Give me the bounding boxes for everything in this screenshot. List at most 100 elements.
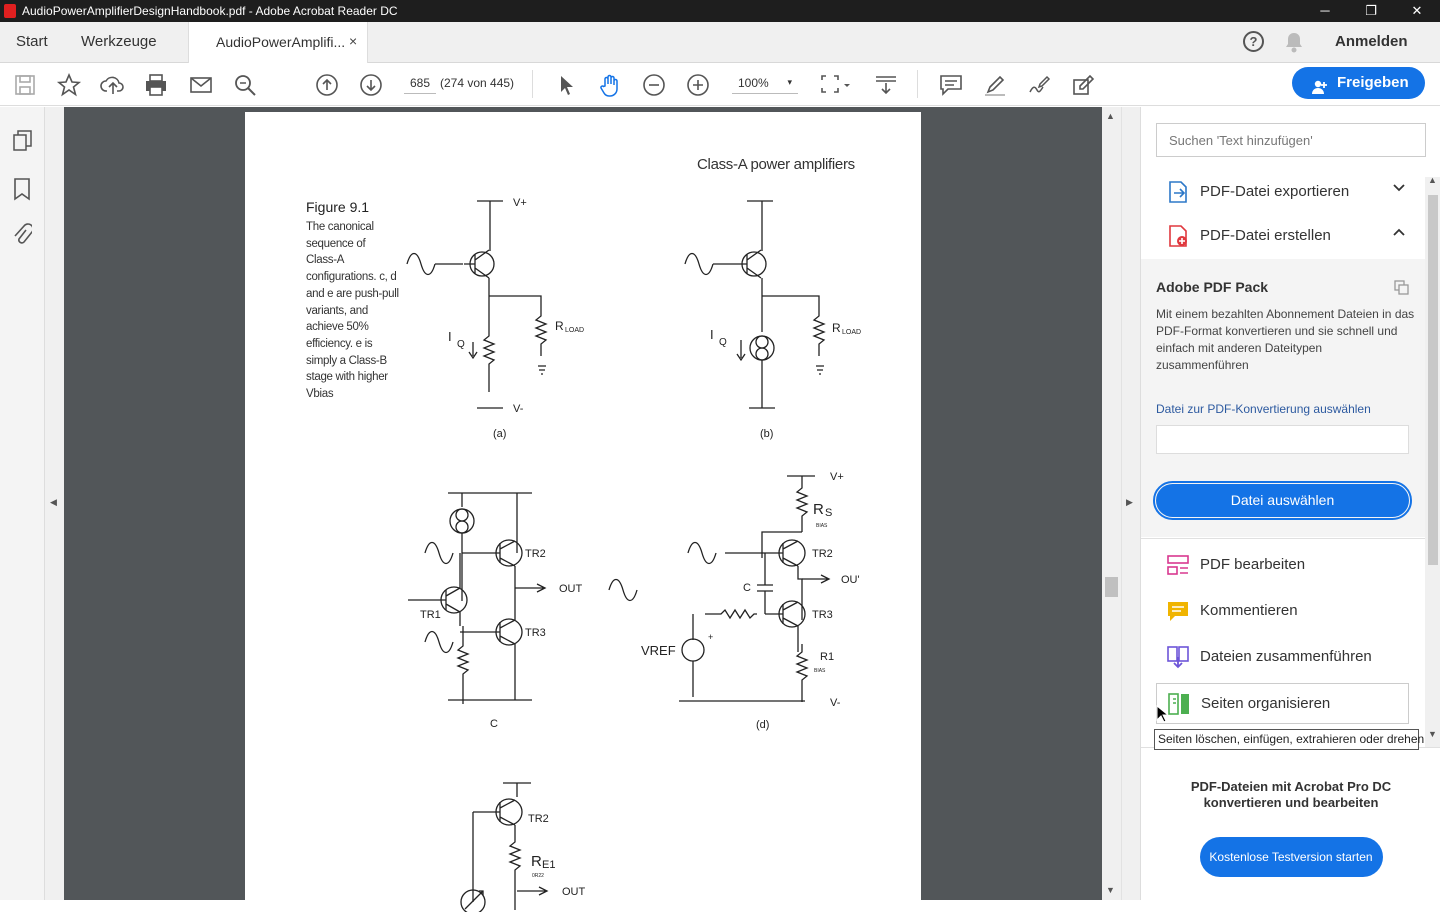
selected-file-field[interactable] [1156,425,1409,454]
label-a: (a) [493,428,506,440]
label-rs-d: R [813,501,824,518]
tab-document[interactable]: AudioPowerAmplifi... × [188,22,368,64]
tool-label: Seiten organisieren [1201,695,1331,712]
tools-search-input[interactable]: Suchen 'Text hinzufügen' [1156,123,1426,157]
circuit-e [460,782,549,912]
bookmark-star-icon[interactable] [56,72,82,98]
label-bias-r1: BIAS [814,668,826,674]
start-trial-button[interactable]: Kostenlose Testversion starten [1199,837,1383,877]
zoom-select[interactable]: 100%▾ [732,72,798,94]
label-plus-d: + [708,632,713,642]
collapse-left-icon[interactable]: ◀ [50,497,57,507]
attachment-icon[interactable] [12,222,34,253]
label-out-c: OUT [559,583,583,595]
label-re1-sub-e: E1 [542,859,555,871]
scroll-thumb[interactable] [1428,195,1438,565]
select-cursor-icon[interactable] [553,72,579,98]
right-pane-handle[interactable]: ▶ [1122,107,1140,900]
document-viewport[interactable]: ◀ ▲ ▼ ▶ Class-A power amplifiers Figure … [45,107,1140,912]
create-pdf-icon [1166,224,1190,248]
scroll-thumb[interactable] [1105,577,1118,597]
page-number-input[interactable]: 685 [404,72,436,94]
tool-label: PDF bearbeiten [1200,556,1306,573]
chevron-down-icon: ▾ [787,77,792,87]
toolbar-divider [532,70,533,98]
page-thumbnails-icon[interactable] [12,129,34,158]
scroll-down-icon[interactable]: ▼ [1428,729,1437,739]
upload-cloud-icon[interactable] [100,72,126,98]
stamp-icon[interactable] [1070,72,1096,98]
pack-info-icon[interactable] [1393,279,1409,300]
zoom-in-icon[interactable] [685,72,711,98]
circuit-b [684,200,826,409]
promo-text: PDF-Dateien mit Acrobat Pro DC konvertie… [1190,779,1392,810]
pack-title: Adobe PDF Pack [1156,279,1269,295]
tool-create-pdf[interactable]: PDF-Datei erstellen [1156,216,1426,256]
sign-icon[interactable] [1026,72,1052,98]
search-zoom-icon[interactable] [232,72,258,98]
tab-tools[interactable]: Werkzeuge [81,33,157,50]
organize-pages-icon [1167,692,1191,716]
label-iq-a: I [448,329,452,344]
label-tr2-e: TR2 [528,813,549,825]
document-tab-label: AudioPowerAmplifi... [216,34,346,50]
label-vref-d: VREF [641,643,676,658]
figure-title: Figure 9.1 [306,199,370,215]
tool-combine-files[interactable]: Dateien zusammenführen [1156,637,1426,677]
tab-start[interactable]: Start [16,33,48,50]
figure-caption: The canonical sequence of Class-A config… [306,219,399,403]
bookmark-icon[interactable] [13,177,31,206]
left-pane-handle[interactable]: ◀ [45,107,64,900]
comment-icon[interactable] [938,72,964,98]
tool-edit-pdf[interactable]: PDF bearbeiten [1156,545,1426,585]
caption-line: simply a Class-B [306,354,387,367]
window-title: AudioPowerAmplifierDesignHandbook.pdf - … [22,4,398,18]
caption-line: The canonical [306,221,374,233]
collapse-right-icon[interactable]: ▶ [1126,497,1133,507]
tool-export-pdf[interactable]: PDF-Datei exportieren [1156,172,1426,212]
tool-comment[interactable]: Kommentieren [1156,591,1426,631]
next-page-icon[interactable] [358,72,384,98]
print-icon[interactable] [143,72,169,98]
chevron-down-icon[interactable] [1392,182,1406,196]
label-rload-b: R [832,321,841,335]
label-rload-a: R [555,319,564,333]
signin-button[interactable]: Anmelden [1335,33,1408,50]
scroll-mode-icon[interactable] [873,72,899,98]
chevron-up-icon[interactable] [1392,226,1406,240]
bell-icon[interactable] [1284,31,1304,53]
scroll-down-icon[interactable]: ▼ [1106,885,1115,895]
pane-scrollbar[interactable]: ▲ ▼ [1425,175,1440,747]
label-tr2-d: TR2 [812,548,833,560]
tool-organize-pages[interactable]: Seiten organisieren [1156,683,1409,724]
select-file-button[interactable]: Datei auswählen [1153,481,1412,520]
hand-tool-icon[interactable] [597,72,623,98]
label-b: (b) [760,428,773,440]
help-icon[interactable]: ? [1243,31,1264,52]
zoom-out-icon[interactable] [641,72,667,98]
previous-page-icon[interactable] [314,72,340,98]
promo-section: PDF-Dateien mit Acrobat Pro DC konvertie… [1141,767,1440,877]
label-vminus-a: V- [513,403,524,415]
restore-button[interactable]: ❐ [1365,3,1377,18]
vertical-scrollbar[interactable]: ▲ ▼ [1102,107,1122,900]
label-vplus-d: V+ [830,471,844,483]
circuit-a [406,200,548,409]
scroll-up-icon[interactable]: ▲ [1428,175,1437,185]
minimize-button[interactable]: ─ [1320,3,1330,18]
label-d: (d) [756,719,769,731]
highlight-pen-icon[interactable] [982,72,1008,98]
pack-select-file-link[interactable]: Datei zur PDF-Konvertierung auswählen [1156,402,1371,416]
close-window-button[interactable]: ✕ [1411,3,1423,18]
share-button[interactable]: Freigeben [1292,67,1425,99]
combine-files-icon [1166,645,1190,669]
fit-page-icon[interactable] [818,72,852,98]
close-tab-icon[interactable]: × [349,33,358,49]
circuit-diagrams: V+ V- R LOAD I Q (a) R LOAD [406,197,861,912]
page-header: Class-A power amplifiers [697,156,855,173]
mail-icon[interactable] [188,72,214,98]
save-icon[interactable] [12,72,38,98]
circuit-d [679,475,831,702]
caption-line: Vbias [306,388,334,401]
scroll-up-icon[interactable]: ▲ [1106,111,1115,121]
